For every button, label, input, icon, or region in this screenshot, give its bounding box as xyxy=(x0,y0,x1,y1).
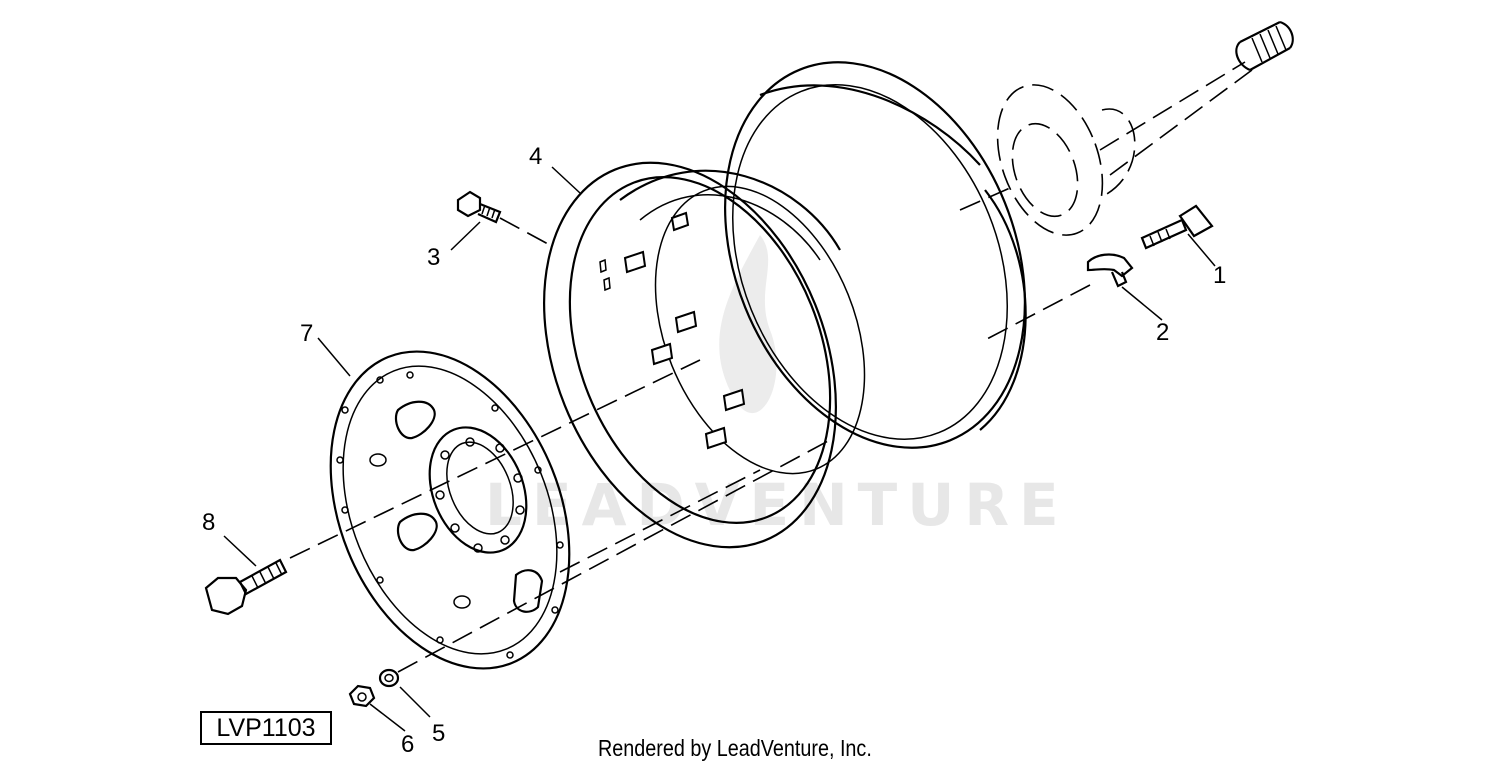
watermark: LEADVENTURE xyxy=(485,235,1069,539)
cap-screw-part-8 xyxy=(204,558,288,616)
callout-3: 3 xyxy=(427,244,440,271)
callout-7: 7 xyxy=(300,320,313,347)
callout-6: 6 xyxy=(401,731,414,758)
callout-leaders xyxy=(223,166,1216,732)
washer-part-5 xyxy=(378,668,400,688)
clamp-part-2 xyxy=(1086,253,1134,288)
valve-stem-part-3 xyxy=(456,190,502,224)
assembly-lines xyxy=(289,187,1091,673)
hub-flange xyxy=(996,84,1104,236)
wheel-rim xyxy=(543,61,1027,549)
callout-5: 5 xyxy=(432,720,445,747)
reference-code: LVP1103 xyxy=(200,711,332,745)
credit-text: Rendered by LeadVenture, Inc. xyxy=(598,735,872,761)
callout-2: 2 xyxy=(1156,319,1169,346)
callout-1: 1 xyxy=(1213,262,1226,289)
wheel-center-disc xyxy=(329,350,571,670)
axle-shaft xyxy=(1099,20,1294,196)
nut-part-6 xyxy=(348,684,376,708)
callout-4: 4 xyxy=(529,143,542,170)
bolt-part-1 xyxy=(1140,204,1214,250)
svg-text:LEADVENTURE: LEADVENTURE xyxy=(485,471,1069,539)
callout-8: 8 xyxy=(202,509,215,536)
callout-labels: 1 2 3 4 5 6 7 8 xyxy=(202,143,1226,758)
